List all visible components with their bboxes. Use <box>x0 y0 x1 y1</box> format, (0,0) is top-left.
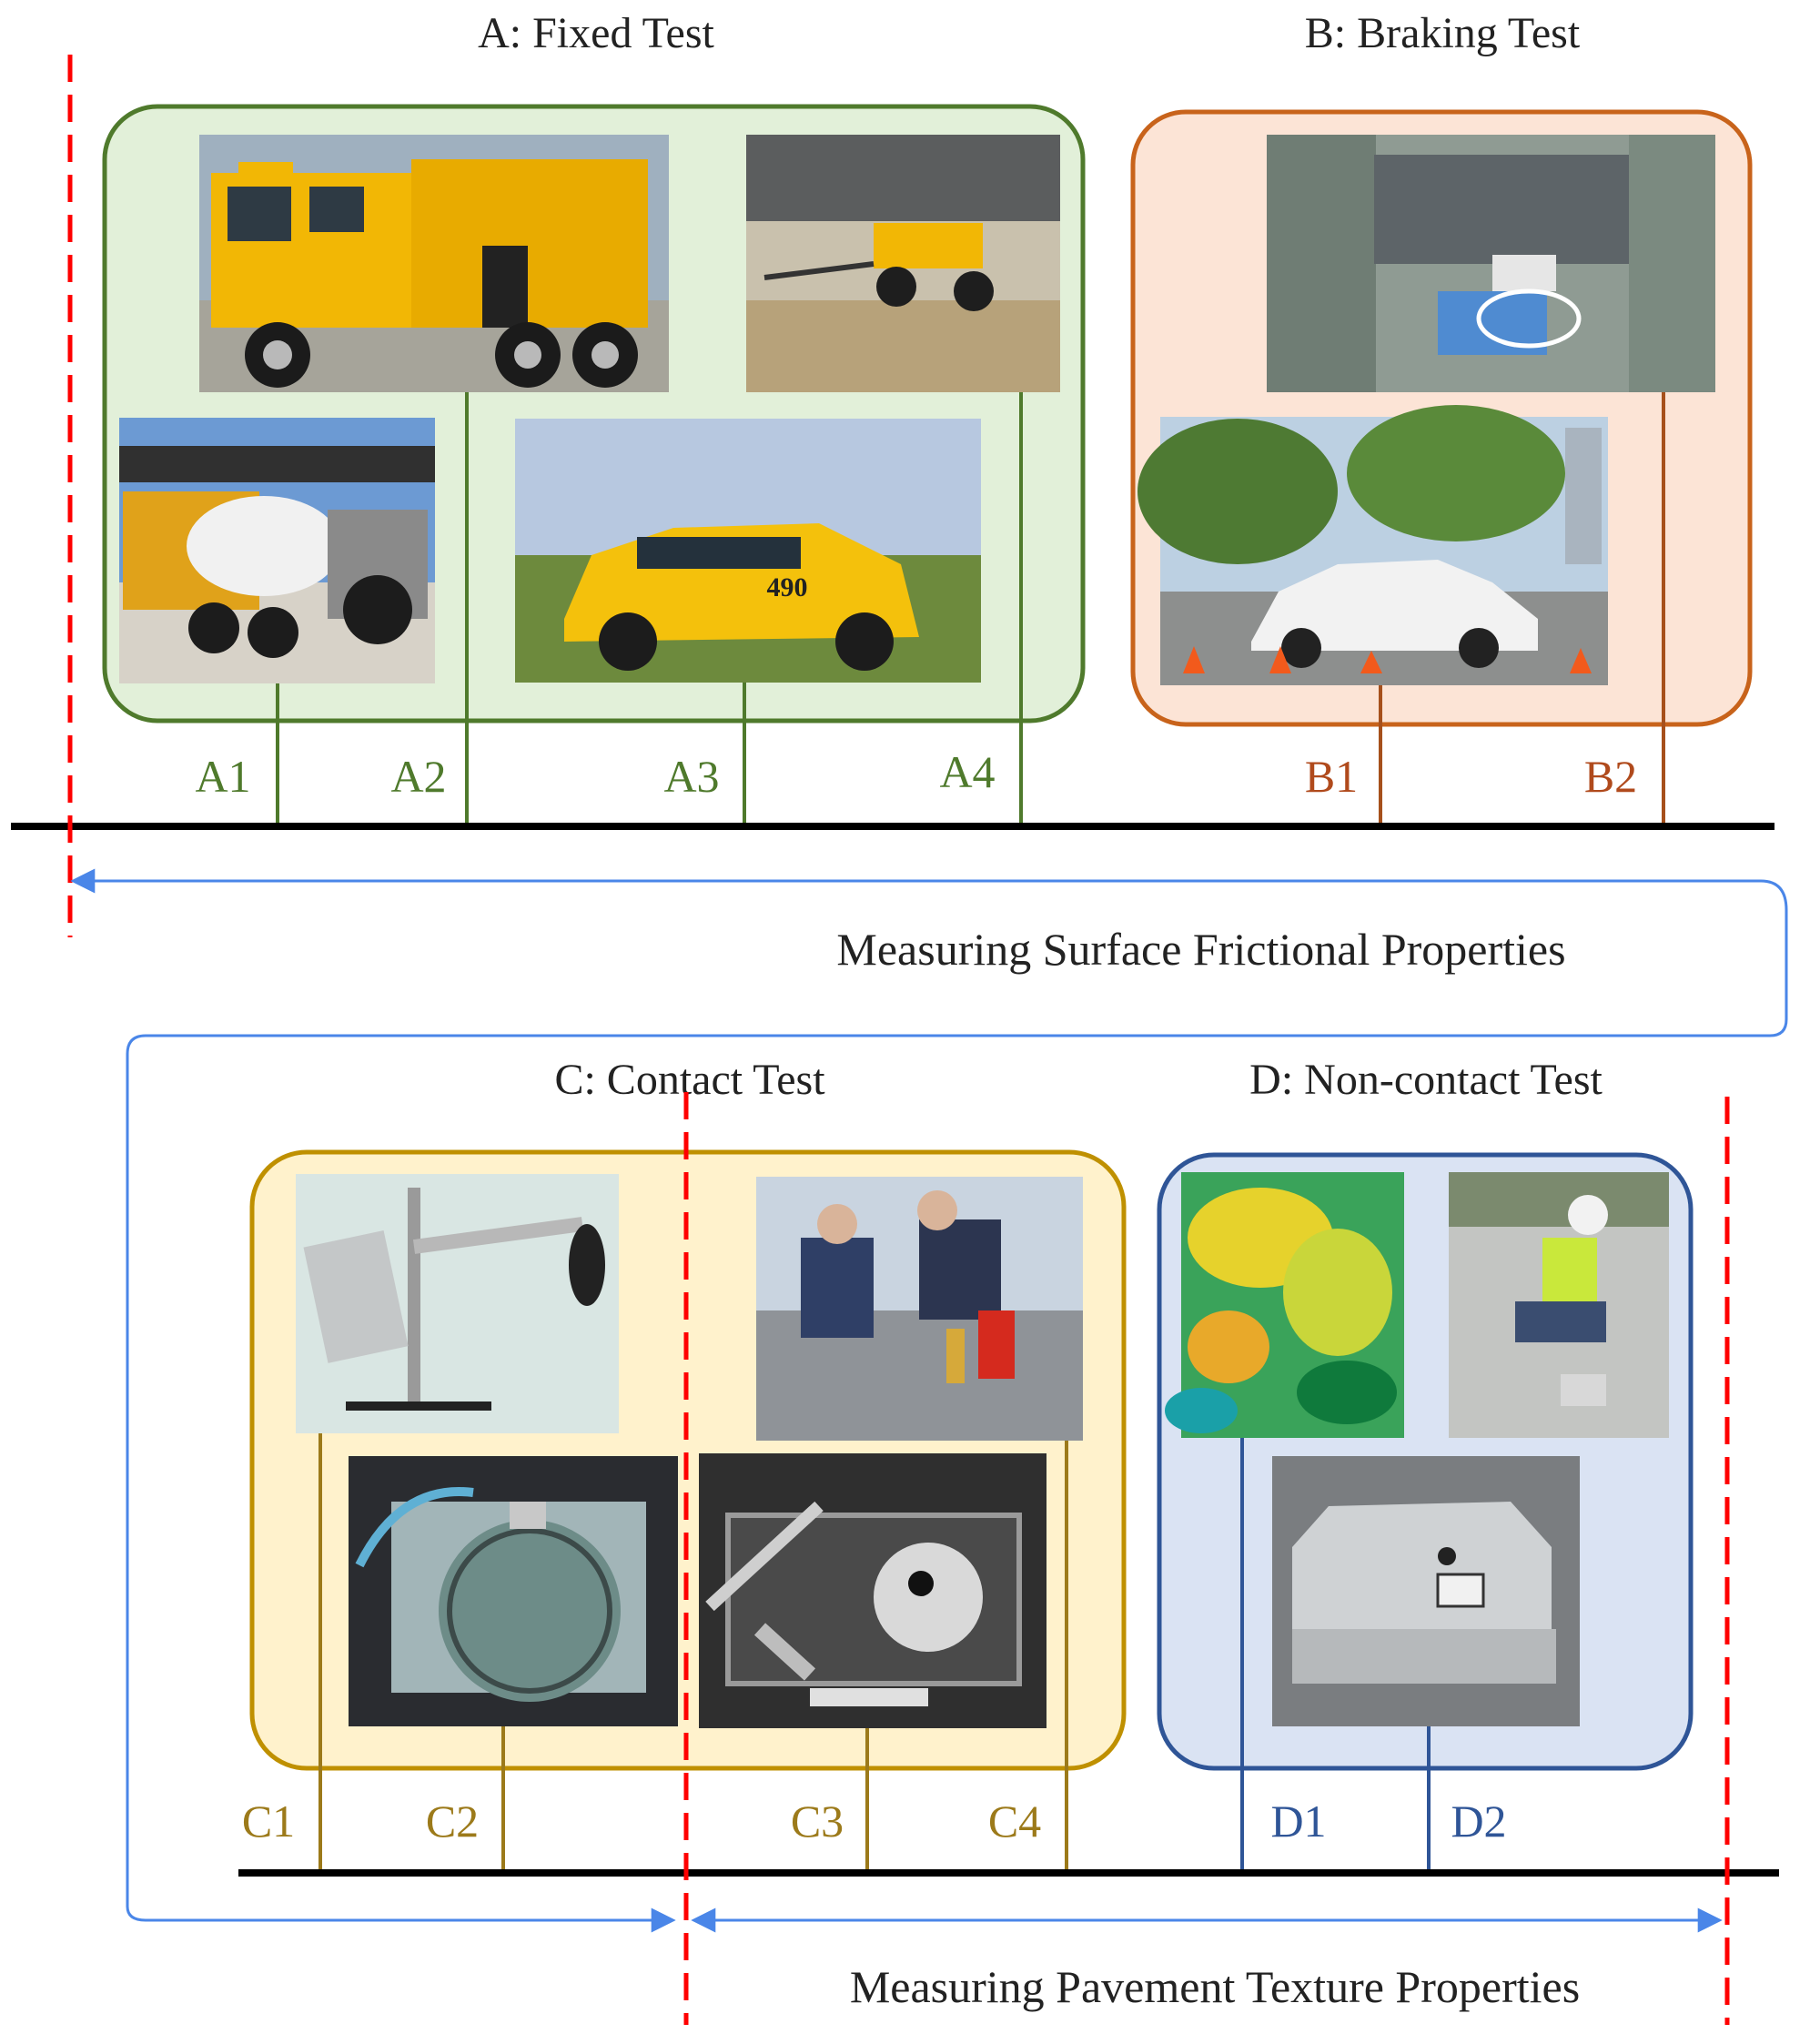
label-b1: B1 <box>1305 751 1358 802</box>
photo-b1-car <box>1138 405 1608 685</box>
label-d2: D2 <box>1451 1796 1506 1847</box>
label-c4: C4 <box>988 1796 1041 1847</box>
label-a2: A2 <box>390 751 446 802</box>
photo-d1-heightmap <box>1165 1172 1404 1438</box>
label-a4: A4 <box>939 746 995 797</box>
photo-c2-tracktester <box>349 1456 678 1726</box>
texture-annotation: Measuring Pavement Texture Properties <box>850 1961 1580 2012</box>
photo-a2-truck <box>199 135 669 392</box>
friction-arrow <box>126 910 1788 1933</box>
label-b2: B2 <box>1584 751 1637 802</box>
photo-c4-sandkit <box>699 1453 1046 1728</box>
photo-a4-trailer <box>746 135 1060 392</box>
photo-c1-pendulum <box>296 1174 619 1433</box>
label-c3: C3 <box>791 1796 844 1847</box>
label-d1: D1 <box>1270 1796 1326 1847</box>
label-a3: A3 <box>663 751 719 802</box>
section-d-title: D: Non-contact Test <box>1249 1056 1603 1104</box>
friction-arrow-top <box>70 868 1788 911</box>
photo-d2-worker <box>1449 1172 1669 1438</box>
photo-b2-interior <box>1267 135 1715 392</box>
photo-a3-suv: 490 <box>515 419 981 683</box>
label-a1: A1 <box>195 751 250 802</box>
friction-annotation: Measuring Surface Frictional Properties <box>836 924 1565 975</box>
photo-d-instrument <box>1272 1456 1580 1726</box>
section-a-title: A: Fixed Test <box>478 9 714 57</box>
section-b-title: B: Braking Test <box>1305 9 1581 57</box>
svg-text:490: 490 <box>767 572 808 602</box>
label-c2: C2 <box>426 1796 479 1847</box>
section-c-title: C: Contact Test <box>554 1056 825 1104</box>
label-c1: C1 <box>242 1796 295 1847</box>
photo-c3-sandpatch <box>756 1177 1083 1441</box>
photo-a1-trailer <box>119 418 435 683</box>
